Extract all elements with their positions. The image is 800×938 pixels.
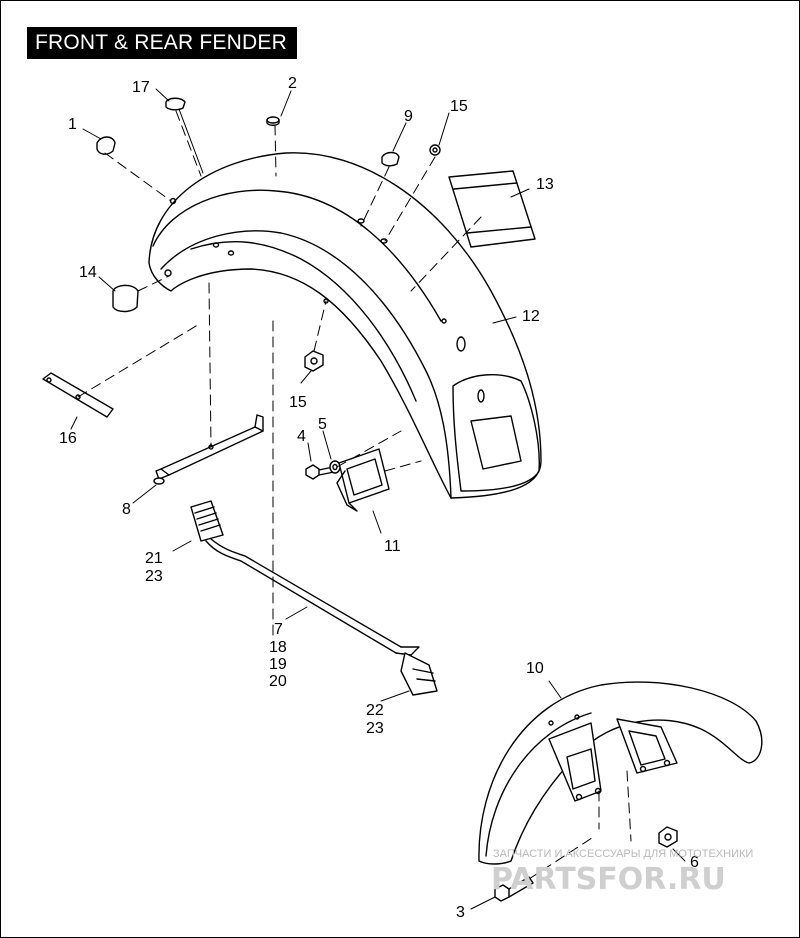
callout-5: 5 — [318, 416, 327, 433]
callout-17: 17 — [132, 79, 150, 96]
callout-3: 3 — [456, 904, 465, 921]
wiring-harness-part-7 — [190, 500, 438, 696]
callout-1: 1 — [68, 116, 77, 133]
plug-part-17 — [165, 97, 186, 111]
callout-7: 7 — [274, 621, 283, 638]
watermark-tagline: ЗАПЧАСТИ И АКСЕССУАРЫ ДЛЯ МОТОТЕХНИКИ — [493, 848, 753, 860]
callout-9: 9 — [404, 108, 413, 125]
callout-10: 10 — [526, 660, 544, 677]
callout-15-top: 15 — [450, 98, 468, 115]
watermark: ЗАПЧАСТИ И АКСЕССУАРЫ ДЛЯ МОТОТЕХНИКИ PA… — [491, 848, 753, 897]
plug-part-1 — [96, 136, 116, 155]
bracket-part-8 — [153, 414, 264, 485]
callout-18: 18 — [269, 639, 287, 656]
bumper-part-14 — [112, 284, 139, 313]
callout-19: 19 — [269, 656, 287, 673]
callout-23-a: 23 — [145, 568, 163, 585]
callout-6: 6 — [690, 854, 699, 871]
strap-part-16 — [42, 372, 114, 418]
callout-23-b: 23 — [366, 720, 384, 737]
plug-part-9 — [381, 151, 400, 167]
clip-part-15-top — [429, 144, 441, 156]
callout-numbers: 1 17 2 9 15 13 14 12 15 16 4 5 8 11 21 2… — [59, 75, 699, 921]
bolt-part-3 — [494, 876, 534, 902]
bracket-part-13 — [448, 170, 536, 248]
callout-4: 4 — [297, 428, 306, 445]
leader-lines — [70, 88, 686, 910]
callout-8: 8 — [122, 501, 131, 518]
plug-part-2 — [266, 116, 280, 126]
callout-20: 20 — [269, 673, 287, 690]
rear-fender — [148, 152, 542, 499]
callout-13: 13 — [536, 176, 554, 193]
callout-2: 2 — [288, 75, 297, 92]
callout-12: 12 — [522, 308, 540, 325]
page-title: FRONT & REAR FENDER — [27, 27, 297, 59]
callout-16: 16 — [59, 430, 77, 447]
callout-21: 21 — [145, 550, 163, 567]
lamp-bracket-part-11 — [336, 448, 390, 512]
nut-part-6 — [658, 826, 678, 848]
callout-22: 22 — [366, 702, 384, 719]
callout-11: 11 — [384, 538, 401, 555]
front-fender — [478, 681, 763, 865]
nut-part-15-lower — [304, 350, 324, 372]
callout-14: 14 — [79, 264, 97, 281]
watermark-logo: PARTSFOR.RU — [491, 862, 726, 897]
callout-15-lower: 15 — [289, 394, 307, 411]
assembly-lines — [77, 110, 632, 880]
